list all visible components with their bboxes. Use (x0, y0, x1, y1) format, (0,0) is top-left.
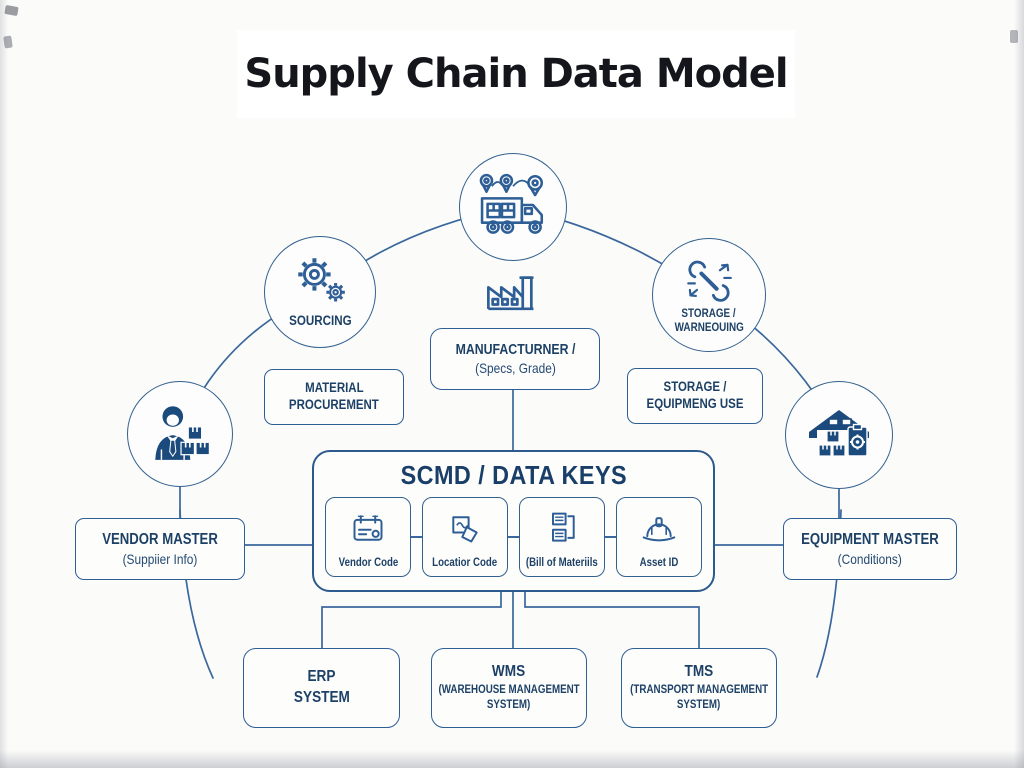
key-vendor-code: Vendor Code (325, 497, 411, 577)
key-asset-id-label: Asset ID (639, 557, 679, 569)
tms-line3: SYSTEM) (677, 699, 721, 712)
material-procurement-box: MATERIAL PROCUREMENT (264, 369, 404, 425)
storage-equipment-line1: STORAGE / (663, 379, 727, 395)
scan-artifact (1010, 30, 1018, 43)
warehouse-clipboard-icon (805, 402, 873, 469)
wrench-arrows-icon (682, 255, 736, 308)
key-connector (411, 536, 422, 538)
key-location-code: Locatior Code (422, 497, 508, 577)
scmd-title: SCMD / DATA KEYS (400, 460, 627, 490)
vendor-master-box: VENDOR MASTER (Suppiier Info) (75, 518, 245, 580)
erp-line1: ERP (307, 668, 336, 686)
delivery-truck-pins-icon (471, 167, 555, 248)
erp-line2: SYSTEM (293, 689, 350, 706)
manufacturer-box: MANUFACTURNER / (Specs, Grade) (430, 328, 600, 390)
erp-system-box: ERP SYSTEM (243, 648, 400, 728)
equipment-node (785, 381, 893, 489)
manufacturer-label-line2: (Specs, Grade) (474, 359, 556, 376)
sourcing-label: SOURCING (288, 313, 352, 329)
storage-equipment-use-box: STORAGE / EQUIPMENG USE (627, 368, 763, 424)
left-edge-shade (0, 0, 8, 768)
manufacturer-label-line1: MANUFACTURNER / (455, 341, 575, 358)
tms-line1: TMS (684, 663, 714, 681)
right-edge-shade (1014, 0, 1024, 768)
storage-warehousing-label-line1: STORAGE / (681, 307, 737, 320)
scmd-data-keys-box: SCMD / DATA KEYS Vendor Code (312, 450, 715, 592)
vendor-node (127, 381, 233, 487)
key-location-code-label: Locatior Code (432, 557, 498, 569)
hard-hat-icon (638, 498, 680, 557)
location-map-doc-icon (445, 498, 485, 557)
page-title: Supply Chain Data Model (244, 51, 788, 97)
key-asset-id: Asset ID (616, 497, 702, 577)
vendor-person-boxes-icon (147, 402, 213, 467)
vendor-master-line1: VENDOR MASTER (102, 531, 218, 549)
key-bill-of-materials-label: (Bill of Materiils (526, 557, 598, 569)
link-scmd-erp (321, 591, 502, 649)
wms-line1: WMS (492, 663, 526, 681)
sourcing-node: SOURCING (264, 236, 376, 348)
storage-equipment-line2: EQUIPMENG USE (646, 396, 744, 411)
key-connector (508, 536, 519, 538)
factory-icon (479, 268, 545, 331)
vendor-master-line2: (Suppiier Info) (122, 550, 198, 567)
equipment-master-box: EQUIPMENT MASTER (Conditions) (783, 518, 957, 580)
factory-icon-wrap (476, 268, 548, 330)
storage-warehousing-node: STORAGE / WARNEOUING (652, 238, 766, 352)
wms-system-box: WMS (WAREHOUSE MANAGEMENT SYSTEM) (431, 648, 587, 728)
key-bill-of-materials: (Bill of Materiils (519, 497, 605, 577)
equipment-master-line1: EQUIPMENT MASTER (801, 531, 939, 549)
tms-system-box: TMS (TRANSPORT MANAGEMENT SYSTEM) (621, 648, 777, 728)
gears-icon (291, 254, 349, 311)
material-procurement-line1: MATERIAL (304, 380, 364, 396)
title-panel: Supply Chain Data Model (237, 30, 795, 118)
wms-line3: SYSTEM) (487, 699, 531, 712)
logistics-node (459, 153, 567, 261)
wms-line2: (WAREHOUSE MANAGEMENT (438, 683, 580, 696)
bottom-edge-shade (0, 750, 1024, 768)
storage-warehousing-label-line2: WARNEOUING (674, 321, 744, 334)
material-procurement-line2: PROCUREMENT (289, 397, 379, 412)
calendar-card-icon (348, 498, 388, 557)
equipment-master-line2: (Conditions) (837, 550, 903, 567)
key-vendor-code-label: Vendor Code (338, 557, 398, 569)
scmd-keys-row: Vendor Code Locatior Code (325, 497, 702, 577)
documents-bracket-icon (542, 498, 582, 557)
key-connector (605, 536, 616, 538)
link-scmd-tms (524, 591, 700, 649)
tms-line2: (TRANSPORT MANAGEMENT (630, 683, 768, 696)
